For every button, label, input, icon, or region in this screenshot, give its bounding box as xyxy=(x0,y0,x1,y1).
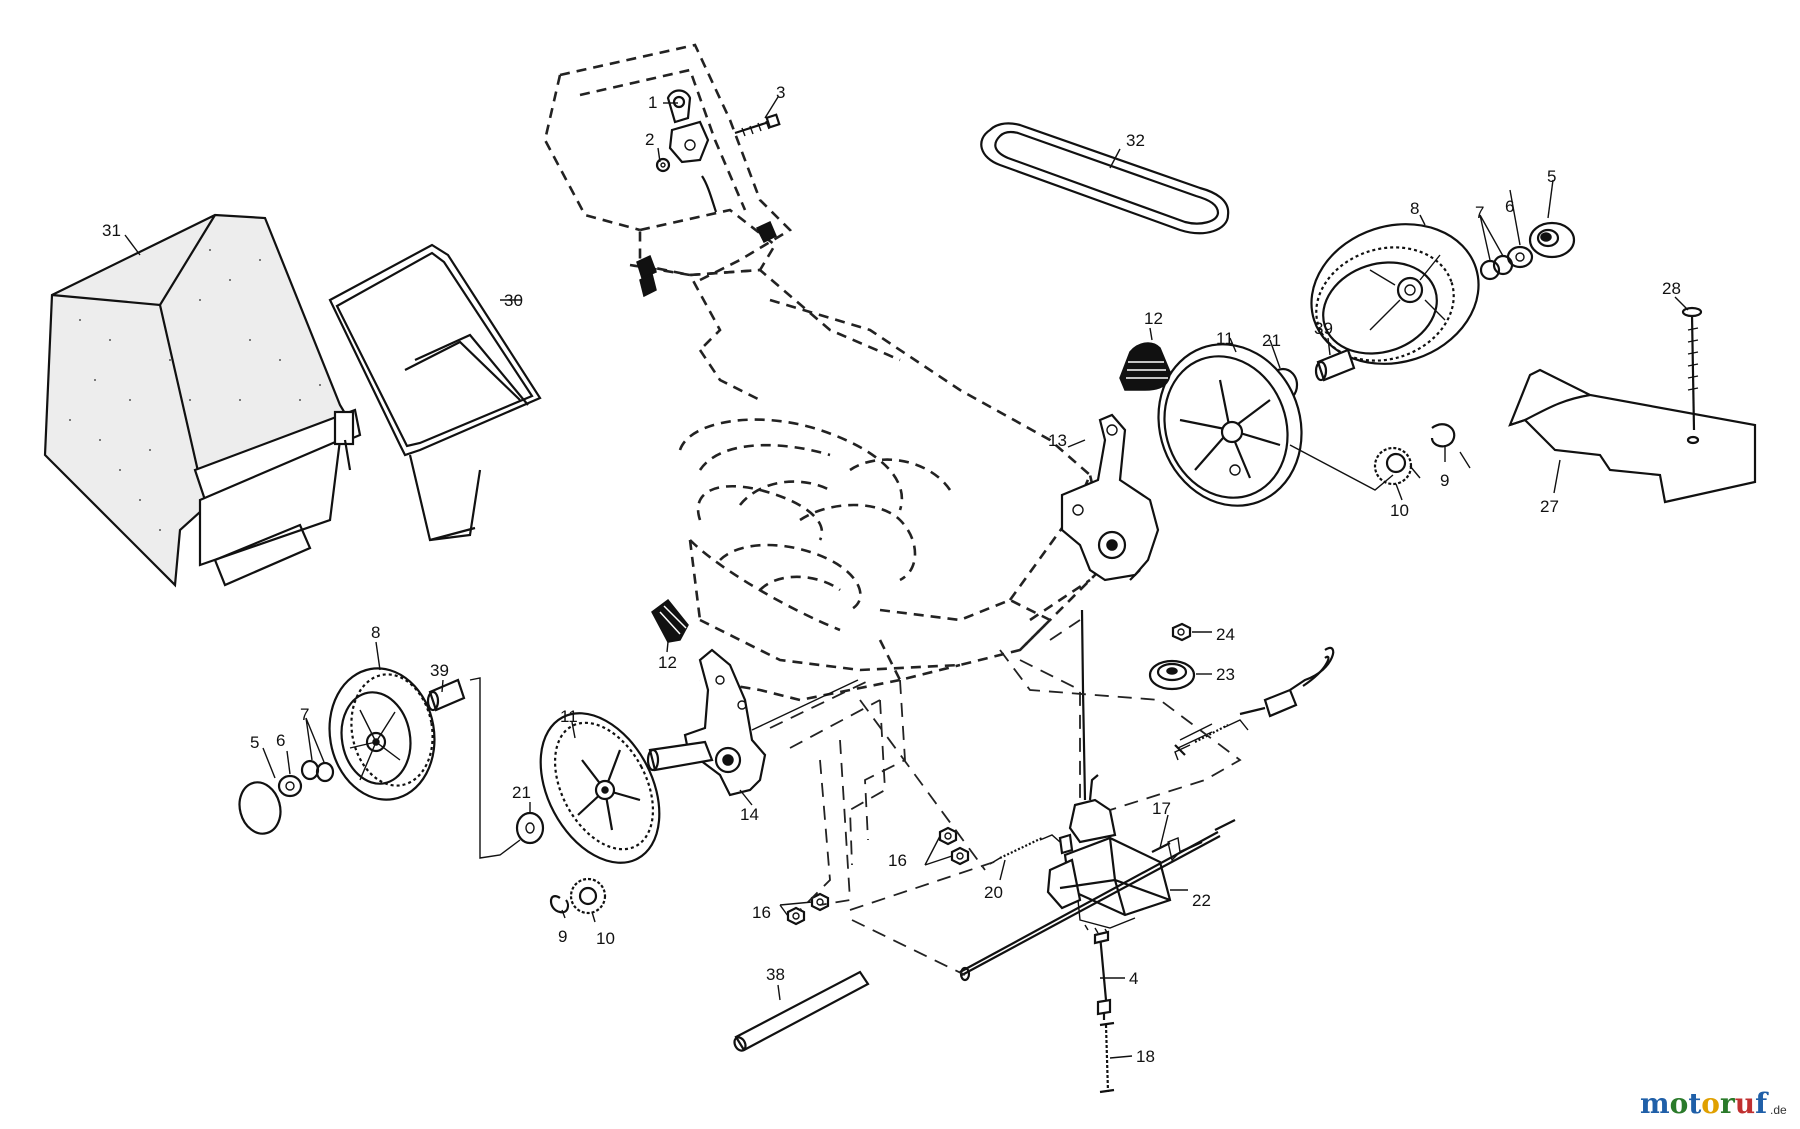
callout-17: 17 xyxy=(1152,799,1171,818)
callout-32: 32 xyxy=(1126,131,1145,150)
callout-12-left: 12 xyxy=(658,653,677,672)
bushing-39-left xyxy=(426,678,466,712)
callout-13: 13 xyxy=(1048,431,1067,450)
callout-24: 24 xyxy=(1216,625,1235,644)
watermark-letter: u xyxy=(1735,1087,1755,1120)
wheel-height-knob-12-right xyxy=(1119,342,1171,391)
callout-27: 27 xyxy=(1540,497,1559,516)
callout-38: 38 xyxy=(766,965,785,984)
bracket-14-left xyxy=(646,648,767,797)
spring-assembly xyxy=(1174,719,1249,761)
key-4-and-spring-18 xyxy=(1093,930,1115,1094)
callout-23: 23 xyxy=(1216,665,1235,684)
rear-skirt-27 xyxy=(1508,368,1757,504)
watermark-letter: o xyxy=(1670,1087,1689,1120)
left-axle-leaders xyxy=(469,677,881,859)
callout-7-left: 7 xyxy=(300,705,309,724)
callout-3: 3 xyxy=(776,83,785,102)
watermark-letter: r xyxy=(1720,1087,1736,1120)
callout-5-left: 5 xyxy=(250,733,259,752)
nut-part-2 xyxy=(655,157,671,173)
pulley-23 xyxy=(1148,659,1196,691)
v-belt xyxy=(980,122,1230,235)
callout-11-right: 11 xyxy=(1216,329,1234,348)
pinion-gear-10-right xyxy=(1373,446,1413,486)
bolt-part-3 xyxy=(734,113,781,137)
callout-18: 18 xyxy=(1136,1047,1155,1066)
callout-14: 14 xyxy=(740,805,759,824)
watermark-letter: m xyxy=(1640,1087,1670,1120)
callout-22: 22 xyxy=(1192,891,1211,910)
callout-12-right: 12 xyxy=(1144,309,1163,328)
callout-labels: 1 2 3 4 5 5 6 6 7 7 8 8 9 9 10 10 11 11 … xyxy=(102,83,1681,1066)
wheel-cover-11-left xyxy=(539,712,661,864)
callout-28: 28 xyxy=(1662,279,1681,298)
drive-cable xyxy=(1177,646,1335,749)
watermark: motoruf .de xyxy=(1640,1087,1787,1120)
transmission-22 xyxy=(1046,609,1236,935)
axle-38 xyxy=(733,970,870,1052)
callout-5-right: 5 xyxy=(1547,167,1556,186)
callout-21-left: 21 xyxy=(512,783,531,802)
spring-20 xyxy=(989,834,1061,865)
callout-8-right: 8 xyxy=(1410,199,1419,218)
transmission-dashed-guides xyxy=(799,619,1242,976)
callout-31: 31 xyxy=(102,221,121,240)
callout-1: 1 xyxy=(648,93,657,112)
nut-6-right xyxy=(1506,245,1534,269)
wheel-cover-11-right xyxy=(1157,343,1303,507)
watermark-letter: o xyxy=(1701,1087,1720,1120)
wheel-height-knob-12-left xyxy=(651,598,689,643)
watermark-suffix: .de xyxy=(1770,1103,1787,1117)
callout-39-left: 39 xyxy=(430,661,449,680)
callout-21-right: 21 xyxy=(1262,331,1281,350)
callout-16-left: 16 xyxy=(752,903,771,922)
watermark-brand: motoruf xyxy=(1640,1087,1769,1120)
watermark-letter: f xyxy=(1755,1087,1769,1120)
nuts-16 xyxy=(786,826,970,926)
cap-5-left xyxy=(238,781,282,835)
nut-6-left xyxy=(277,774,303,798)
right-axle-leaders xyxy=(1289,444,1471,491)
clip-9-left xyxy=(549,895,570,914)
bracket-13-right xyxy=(1060,413,1160,582)
handle-bracket xyxy=(636,89,777,298)
washer-21-left xyxy=(515,811,545,845)
callout-16-right: 16 xyxy=(888,851,907,870)
watermark-letter: t xyxy=(1688,1087,1701,1120)
callout-4: 4 xyxy=(1129,969,1138,988)
callout-2: 2 xyxy=(645,130,654,149)
callout-30: 30 xyxy=(504,291,523,310)
washer-5-right xyxy=(1528,221,1576,259)
rings-7-left xyxy=(300,759,335,783)
callout-10-left: 10 xyxy=(596,929,615,948)
callout-11-left: 11 xyxy=(560,707,578,726)
callout-leaders xyxy=(124,96,1689,1059)
bushing-39-right xyxy=(1314,348,1356,382)
bag-frame xyxy=(328,243,542,542)
pinion-gear-10-left xyxy=(569,877,607,915)
pin-17 xyxy=(1151,842,1171,853)
callout-10-right: 10 xyxy=(1390,501,1409,520)
mower-body-outline xyxy=(543,43,1112,702)
clip-9-right xyxy=(1430,423,1456,448)
callout-6-left: 6 xyxy=(276,731,285,750)
callout-7-right: 7 xyxy=(1475,203,1484,222)
left-drive-wheel-8 xyxy=(328,667,436,801)
callout-9-right: 9 xyxy=(1440,471,1449,490)
right-drive-wheel-8 xyxy=(1310,223,1480,365)
callout-8-left: 8 xyxy=(371,623,380,642)
callout-20: 20 xyxy=(984,883,1003,902)
callout-39-right: 39 xyxy=(1314,319,1333,338)
grass-bag xyxy=(43,213,362,588)
nut-24 xyxy=(1171,622,1192,642)
callout-9-left: 9 xyxy=(558,927,567,946)
callout-6-right: 6 xyxy=(1505,197,1514,216)
